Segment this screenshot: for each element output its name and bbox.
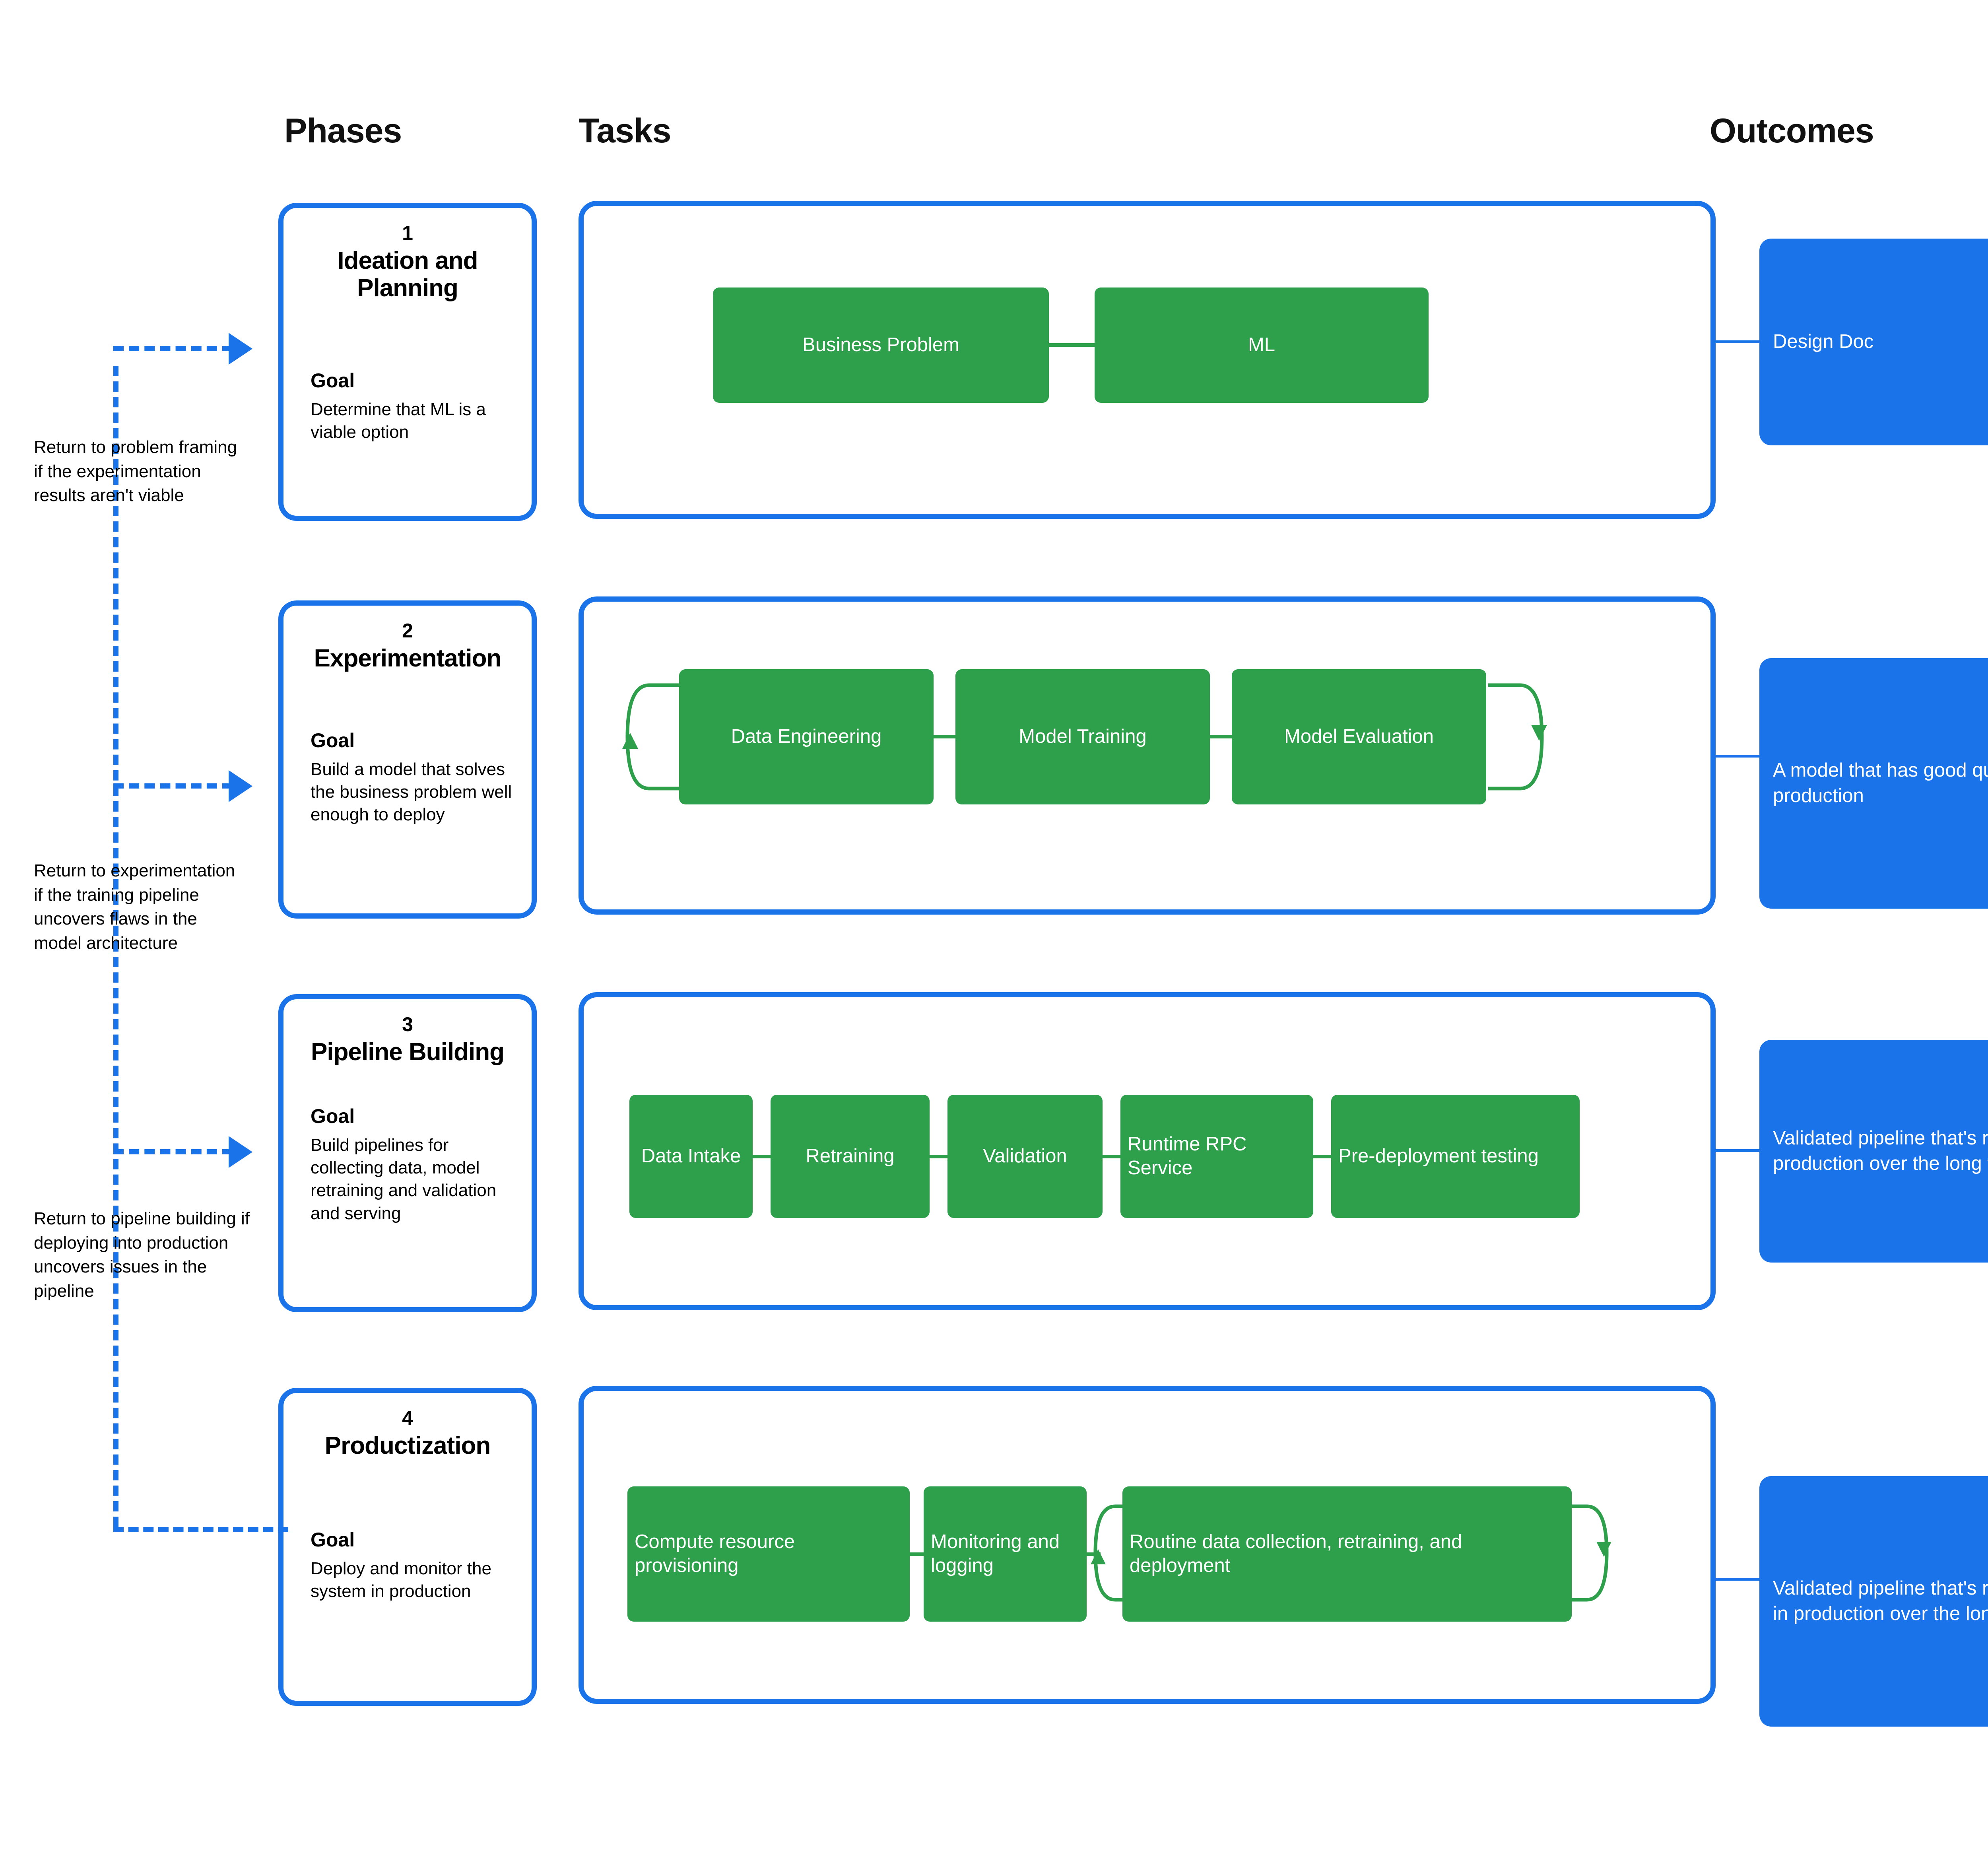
phase-2-number: 2 [402,620,413,642]
phase-card-4[interactable]: 4 Productization Goal Deploy and monitor… [278,1388,537,1706]
phase-4-goal-label: Goal [311,1529,355,1551]
phase-1-goal-text: Determine that ML is a viable option [311,400,486,442]
loop-arrow-right-2 [1488,683,1547,791]
phase-2-goal-label: Goal [311,729,355,752]
phase-4-title: Productization [324,1432,491,1459]
task-box-ml[interactable]: ML [1095,288,1429,403]
phase-4-number: 4 [402,1407,413,1429]
phase-card-3[interactable]: 3 Pipeline Building Goal Build pipelines… [278,994,537,1312]
phase-2-goal-text: Build a model that solves the business p… [311,760,512,825]
outcome-connector-2 [1716,755,1761,758]
phase-3-goal-label: Goal [311,1105,355,1127]
task-box-model-training[interactable]: Model Training [955,669,1210,804]
feedback-arrowhead-left-2 [229,770,252,802]
feedback-trunk-left [113,366,118,1527]
note-left-1: Return to problem framing if the experim… [34,437,237,505]
task-connector-3a [753,1155,771,1158]
outcome-box-3[interactable]: Validated pipeline that's ready for prod… [1759,1040,1988,1263]
task-box-business-problem[interactable]: Business Problem [713,288,1049,403]
task-connector-4a [910,1552,924,1556]
outcome-box-4[interactable]: Validated pipeline that's running in pro… [1759,1476,1988,1727]
feedback-arrowhead-left-1 [229,333,252,365]
feedback-branch-left-4 [113,1527,288,1532]
phase-3-number: 3 [402,1013,413,1035]
outcome-box-2[interactable]: A model that has good quality for produc… [1759,658,1988,909]
task-box-model-evaluation[interactable]: Model Evaluation [1232,669,1486,804]
task-connector-3d [1313,1155,1331,1158]
column-header-phases: Phases [284,112,402,150]
task-connector-1 [1049,343,1095,347]
task-connector-3b [930,1155,947,1158]
feedback-branch-left-3 [113,1149,233,1154]
phase-1-title: Ideation and Planning [337,247,478,302]
task-box-routine-data-collection[interactable]: Routine data collection, retraining, and… [1122,1486,1572,1622]
loop-arrow-left-4 [1091,1504,1140,1602]
phase-2-title: Experimentation [314,645,502,672]
outcome-box-1[interactable]: Design Doc [1759,239,1988,445]
task-connector-2b [1210,735,1232,738]
outcome-connector-1 [1716,340,1761,343]
task-box-compute-resource-provisioning[interactable]: Compute resource provisioning [627,1486,910,1622]
task-box-data-intake[interactable]: Data Intake [629,1095,753,1218]
loop-arrow-right-4 [1562,1504,1611,1602]
task-box-pre-deployment-testing[interactable]: Pre-deployment testing [1331,1095,1580,1218]
column-header-tasks: Tasks [579,112,671,150]
phase-3-goal-text: Build pipelines for collecting data, mod… [311,1135,497,1223]
tasks-panel-4: Compute resource provisioning Monitoring… [579,1386,1716,1704]
note-left-3: Return to pipeline building if deploying… [34,1209,250,1301]
phase-4-goal-text: Deploy and monitor the system in product… [311,1559,491,1601]
task-connector-4b [1087,1552,1101,1556]
task-connector-3c [1103,1155,1120,1158]
phase-card-1[interactable]: 1 Ideation and Planning Goal Determine t… [278,203,537,521]
phase-1-goal-label: Goal [311,369,355,392]
outcome-connector-4 [1716,1578,1761,1581]
note-left-2: Return to experimentation if the trainin… [34,861,235,953]
feedback-branch-left-1 [113,346,233,351]
task-box-validation[interactable]: Validation [947,1095,1103,1218]
tasks-panel-1: Business Problem ML [579,201,1716,519]
outcome-connector-3 [1716,1149,1761,1152]
phase-3-title: Pipeline Building [311,1038,505,1066]
task-box-runtime-rpc-service[interactable]: Runtime RPC Service [1120,1095,1313,1218]
loop-arrow-left-2 [622,683,681,791]
task-box-retraining[interactable]: Retraining [771,1095,930,1218]
feedback-branch-left-2 [113,783,233,789]
tasks-panel-3: Data Intake Retraining Validation Runtim… [579,992,1716,1310]
task-connector-2a [934,735,955,738]
column-header-outcomes: Outcomes [1710,112,1874,150]
phase-card-2[interactable]: 2 Experimentation Goal Build a model tha… [278,600,537,919]
task-box-data-engineering[interactable]: Data Engineering [679,669,934,804]
task-box-monitoring-and-logging[interactable]: Monitoring and logging [924,1486,1087,1622]
feedback-arrowhead-left-3 [229,1136,252,1168]
phase-1-number: 1 [402,222,413,244]
tasks-panel-2: Data Engineering Model Training Model Ev… [579,596,1716,915]
